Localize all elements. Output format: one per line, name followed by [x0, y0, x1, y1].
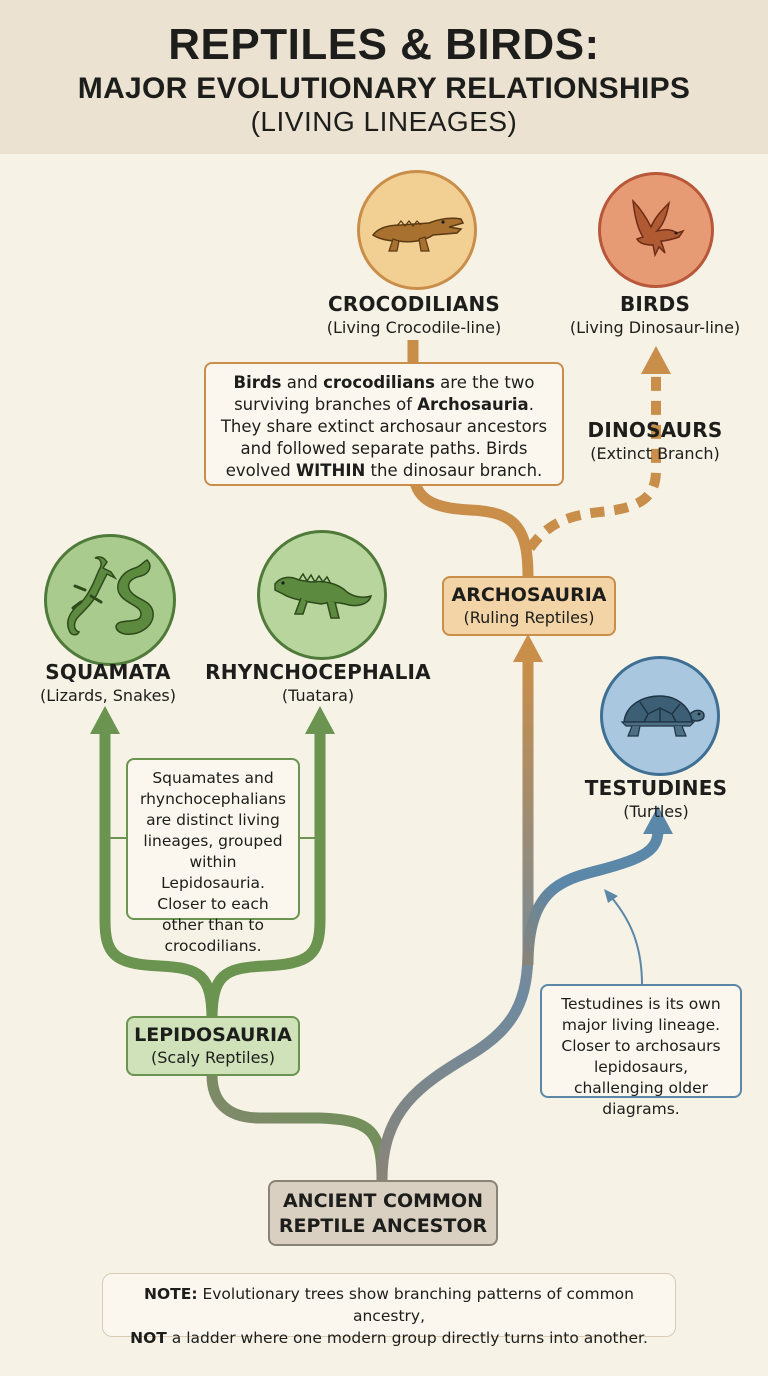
footer-text1: Evolutionary trees show branching patter…: [197, 1285, 634, 1325]
turtle-icon-circle: [600, 656, 720, 776]
bird-icon-circle: [598, 172, 714, 288]
archosauria-arrowhead: [513, 634, 543, 662]
note-birds-term: Birds: [233, 373, 282, 392]
birds-arrowhead: [641, 346, 671, 374]
crocodile-icon-circle: [357, 170, 477, 290]
archosaur-note: Birds and crocodilians are the two survi…: [204, 362, 564, 486]
crocodilians-subtitle: (Living Crocodile-line): [326, 318, 502, 337]
branch-to-lepidosauria: [206, 1069, 388, 1186]
branch-to-testudines: [522, 829, 664, 966]
turtle-note: Testudines is its own major living linea…: [540, 984, 742, 1118]
note-text-a: and: [281, 373, 324, 392]
testudines-label: TESTUDINES (Turtles): [566, 776, 746, 821]
lizard-snake-icon-circle: [44, 534, 176, 666]
testudines-subtitle: (Turtles): [623, 802, 689, 821]
birds-subtitle: (Living Dinosaur-line): [569, 318, 741, 337]
note-text-d: the dinosaur branch.: [365, 461, 543, 480]
birds-label: BIRDS (Living Dinosaur-line): [560, 292, 750, 337]
ancestor-line2: REPTILE ANCESTOR: [278, 1215, 488, 1237]
footer-note-label: NOTE:: [144, 1285, 198, 1303]
bird-icon: [632, 198, 685, 258]
note-text-c: . They share extinct archosaur ancestors…: [220, 395, 548, 480]
dinosaurs-name: DINOSAURS: [587, 418, 723, 442]
note-within-term: WITHIN: [295, 461, 366, 480]
footer-line2: NOT a ladder where one modern group dire…: [111, 1327, 667, 1349]
branch-to-dinosaurs-birds: [526, 372, 661, 552]
note-archosauria-term: Archosauria: [417, 395, 529, 414]
dinosaurs-subtitle: (Extinct Branch): [590, 444, 720, 463]
footer-text2: a ladder where one modern group directly…: [166, 1329, 648, 1347]
lepidosauria-subtitle: (Scaly Reptiles): [151, 1048, 275, 1067]
squamata-name: SQUAMATA: [45, 660, 171, 684]
birds-name: BIRDS: [619, 292, 691, 316]
archosauria-name: ARCHOSAURIA: [451, 584, 607, 606]
rhynchocephalia-subtitle: (Tuatara): [281, 686, 355, 705]
turtle-note-text: Testudines is its own major living linea…: [561, 995, 721, 1118]
turtle-note-pointer: [611, 897, 643, 986]
footer-not-term: NOT: [130, 1329, 167, 1347]
title-banner: [0, 0, 768, 154]
common-ancestor-node: ANCIENT COMMON REPTILE ANCESTOR: [268, 1180, 498, 1246]
lepidosauria-node: LEPIDOSAURIA (Scaly Reptiles): [126, 1016, 300, 1076]
crocodilians-label: CROCODILIANS (Living Crocodile-line): [300, 292, 528, 337]
squamata-arrowhead: [90, 706, 120, 734]
page-subtitle: MAJOR EVOLUTIONARY RELATIONSHIPS: [77, 72, 691, 105]
branch-to-rhynchocephalia: [206, 724, 326, 1026]
testudines-name: TESTUDINES: [584, 776, 728, 800]
tuatara-icon-circle: [257, 530, 387, 660]
footer-note: NOTE: Evolutionary trees show branching …: [102, 1273, 676, 1347]
ancestor-line1: ANCIENT COMMON: [282, 1190, 484, 1212]
rhynchocephalia-label: RHYNCHOCEPHALIA (Tuatara): [198, 660, 438, 705]
tuatara-icon: [274, 572, 373, 619]
testudines-arrowhead: [643, 806, 673, 834]
dinosaurs-label: DINOSAURS (Extinct Branch): [580, 418, 730, 463]
page-subtitle-note: (LIVING LINEAGES): [250, 106, 518, 137]
note-text-b: are the two surviving branches of: [234, 373, 535, 414]
turtle-icon: [620, 695, 705, 737]
branch-to-archosauria-testudines: [376, 660, 534, 1181]
note-crocodilians-term: crocodilians: [323, 373, 435, 392]
crocodile-icon: [371, 217, 465, 252]
lepidosaur-note-text: Squamates and rhynchocephalians are dist…: [140, 769, 286, 955]
rhynchocephalia-arrowhead: [305, 706, 335, 734]
rhynchocephalia-name: RHYNCHOCEPHALIA: [205, 660, 431, 684]
archosauria-subtitle: (Ruling Reptiles): [463, 608, 595, 627]
lepidosauria-name: LEPIDOSAURIA: [134, 1024, 292, 1046]
lizard-snake-icon: [66, 556, 154, 636]
branch-to-squamata: [99, 724, 218, 1026]
footer-line1: NOTE: Evolutionary trees show branching …: [111, 1283, 667, 1327]
squamata-subtitle: (Lizards, Snakes): [40, 686, 176, 705]
squamata-label: SQUAMATA (Lizards, Snakes): [20, 660, 196, 705]
archosauria-node: ARCHOSAURIA (Ruling Reptiles): [442, 576, 616, 636]
page-title: REPTILES & BIRDS:: [168, 20, 600, 69]
lepidosaur-note: Squamates and rhynchocephalians are dist…: [126, 758, 300, 955]
crocodilians-name: CROCODILIANS: [327, 292, 500, 316]
